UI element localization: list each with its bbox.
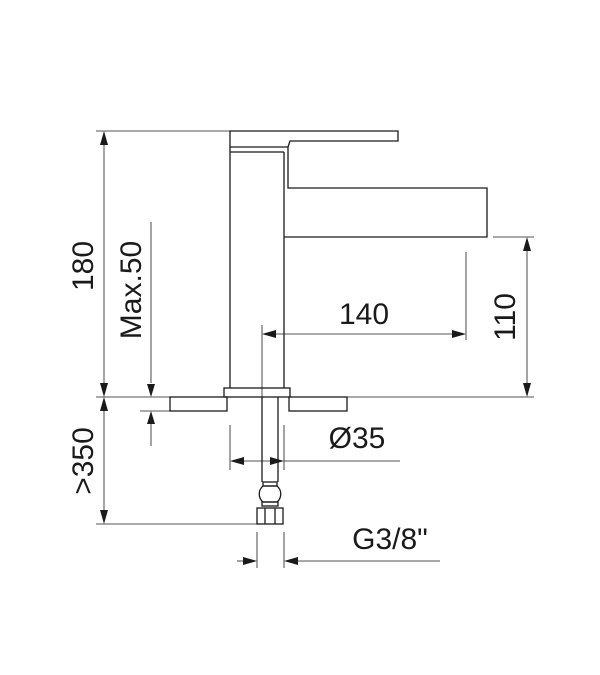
- faucet-spout: [284, 147, 488, 238]
- dimension-spout-height: 110: [489, 236, 534, 397]
- base-flange: [223, 387, 291, 398]
- faucet-body: [223, 130, 488, 398]
- lever-handle: [229, 130, 399, 148]
- label-hose-length: >350: [67, 427, 100, 495]
- label-base-diameter: Ø35: [329, 422, 386, 455]
- dimension-base-diameter: Ø35: [229, 422, 400, 470]
- dimension-total-height: 180: [67, 130, 230, 397]
- faucet-column: [229, 147, 285, 388]
- dimension-hose-length: >350: [67, 397, 258, 525]
- supply-hose: [256, 397, 284, 525]
- hex-nut: [256, 507, 284, 525]
- label-spout-reach: 140: [339, 298, 389, 331]
- dimension-connection-thread: G3/8": [237, 523, 440, 568]
- label-max-deck: Max.50: [115, 241, 148, 339]
- label-total-height: 180: [67, 241, 100, 291]
- label-connection-thread: G3/8": [352, 523, 428, 556]
- counter-top: [96, 396, 534, 412]
- dimension-max-deck: Max.50: [115, 222, 170, 446]
- label-spout-height: 110: [489, 293, 522, 341]
- dimension-spout-reach: 140: [261, 252, 467, 397]
